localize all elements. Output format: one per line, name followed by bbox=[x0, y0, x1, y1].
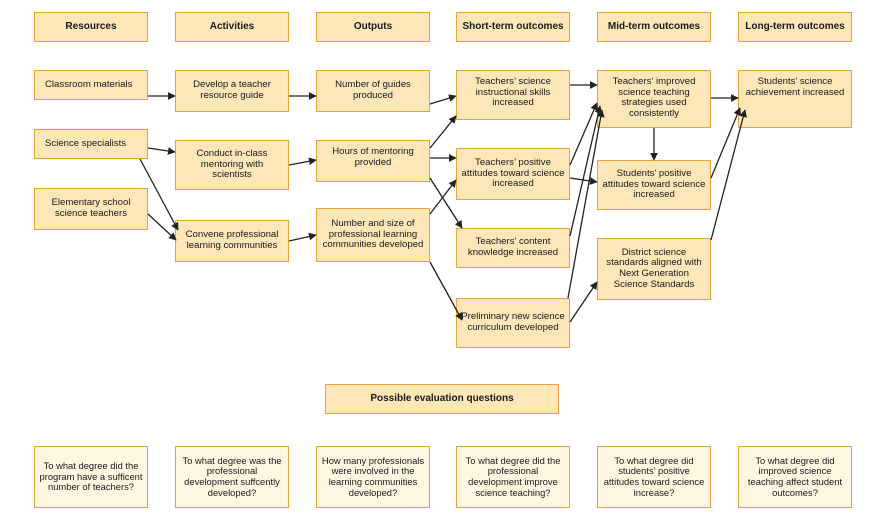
arrow-students-to-achievement bbox=[710, 107, 741, 179]
arrow-number-to-curriculum bbox=[429, 261, 463, 321]
mid-term-student-attitudes: Students’ positive attitudes toward scie… bbox=[597, 160, 711, 210]
resource-elementary-teachers: Elementary school science teachers bbox=[34, 188, 148, 230]
arrow-knowledge-to-strategies bbox=[569, 105, 603, 237]
mid-term-district-standards: District science standards aligned with … bbox=[597, 238, 711, 300]
evaluation-question-2: To what degree was the professional deve… bbox=[175, 446, 289, 508]
arrow-standards-to-achievement bbox=[710, 109, 747, 241]
mid-term-teaching-strategies: Teachers’ improved science teaching stra… bbox=[597, 70, 711, 128]
activity-mentoring: Conduct in-class mentoring with scientis… bbox=[175, 140, 289, 190]
activity-teacher-guide: Develop a teacher resource guide bbox=[175, 70, 289, 112]
arrow-communities-to-number bbox=[288, 232, 317, 242]
arrow-number-to-attitudes bbox=[429, 179, 457, 215]
header-activities: Activities bbox=[175, 12, 289, 42]
arrow-hours-to-skills bbox=[429, 115, 457, 149]
evaluation-question-4: To what degree did the professional deve… bbox=[456, 446, 570, 508]
arrow-hours-to-knowledge bbox=[429, 177, 463, 229]
header-long-term: Long-term outcomes bbox=[738, 12, 852, 42]
short-term-positive-attitudes: Teachers’ positive attitudes toward scie… bbox=[456, 148, 570, 200]
long-term-student-achievement: Students’ science achievement increased bbox=[738, 70, 852, 128]
header-mid-term: Mid-term outcomes bbox=[597, 12, 711, 42]
arrow-curriculum-to-strategies bbox=[567, 109, 605, 299]
output-mentoring-hours: Hours of mentoring provided bbox=[316, 140, 430, 182]
short-term-content-knowledge: Teachers’ content knowledge increased bbox=[456, 228, 570, 268]
resource-science-specialists: Science specialists bbox=[34, 129, 148, 159]
evaluation-question-3: How many professionals were involved in … bbox=[316, 446, 430, 508]
arrow-guides-to-skills bbox=[429, 94, 457, 105]
evaluation-question-6: To what degree did improved science teac… bbox=[738, 446, 852, 508]
header-short-term: Short-term outcomes bbox=[456, 12, 570, 42]
arrow-specialists-to-mentoring bbox=[147, 147, 176, 155]
activity-learning-communities: Convene professional learning communitie… bbox=[175, 220, 289, 262]
arrow-specialists-to-communities bbox=[139, 158, 179, 231]
arrow-attitudes-to-strategies bbox=[569, 102, 598, 166]
arrow-curriculum-to-standards bbox=[569, 281, 598, 323]
evaluation-question-1: To what degree did the program have a su… bbox=[34, 446, 148, 508]
evaluation-question-5: To what degree did students’ positive at… bbox=[597, 446, 711, 508]
output-communities-developed: Number and size of professional learning… bbox=[316, 208, 430, 262]
arrow-mentoring-to-hours bbox=[288, 157, 317, 166]
header-outputs: Outputs bbox=[316, 12, 430, 42]
evaluation-questions-title: Possible evaluation questions bbox=[325, 384, 559, 414]
resource-classroom-materials: Classroom materials bbox=[34, 70, 148, 100]
short-term-curriculum: Preliminary new science curriculum devel… bbox=[456, 298, 570, 348]
header-resources: Resources bbox=[34, 12, 148, 42]
output-guides-produced: Number of guides produced bbox=[316, 70, 430, 112]
short-term-instructional-skills: Teachers’ science instructional skills i… bbox=[456, 70, 570, 120]
arrow-teachers-to-communities bbox=[147, 213, 177, 241]
